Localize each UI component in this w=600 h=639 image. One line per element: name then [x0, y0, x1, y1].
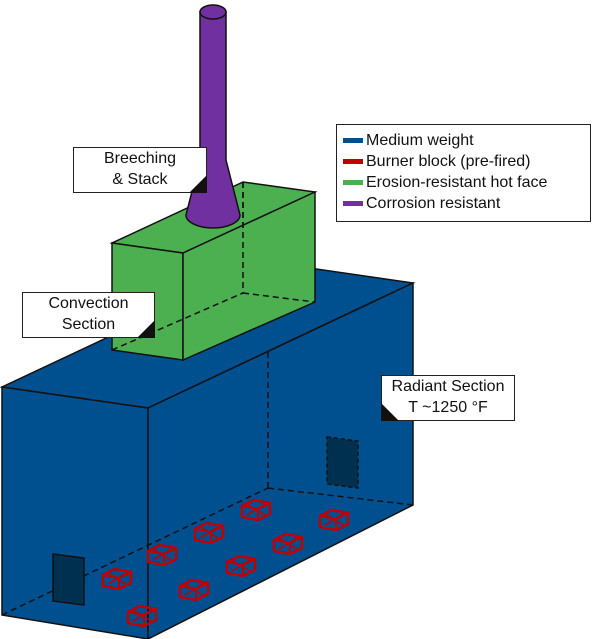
- callout-line: Breeching: [103, 150, 177, 167]
- burner-block: [146, 543, 178, 567]
- burner-block: [101, 567, 133, 591]
- breeching-stack: [185, 4, 244, 230]
- stack-body: [185, 11, 241, 229]
- callout-line: Convection: [48, 295, 129, 312]
- radiant-hidden-edge-bottom-left: [1, 487, 269, 616]
- legend-label: Corrosion resistant: [366, 194, 501, 212]
- legend-item-corrosion-resistant: Corrosion resistant: [343, 193, 584, 214]
- radiant-front-door: [52, 553, 85, 606]
- callout-line: & Stack: [112, 171, 168, 188]
- burner-block: [272, 532, 304, 556]
- legend-swatch: [343, 138, 363, 143]
- callout-pointer: [189, 175, 207, 193]
- burner-block: [126, 604, 158, 628]
- radiant-hidden-edge-bottom-back: [267, 487, 414, 506]
- convection-hidden-edge-left: [111, 292, 244, 351]
- callout-line: Radiant Section: [391, 378, 505, 395]
- burner-blocks: [101, 498, 350, 628]
- burner-block: [193, 521, 225, 545]
- callout-radiant-section: Radiant Section T ~1250 °F: [381, 375, 515, 421]
- burner-block: [240, 498, 272, 522]
- legend-item-medium-weight: Medium weight: [343, 130, 584, 151]
- callout-convection-section: Convection Section: [22, 292, 155, 338]
- legend-label: Medium weight: [366, 131, 474, 149]
- convection-hidden-edge-back: [242, 292, 316, 303]
- callout-breeching-stack: Breeching & Stack: [73, 147, 207, 193]
- callout-line: Section: [61, 316, 116, 333]
- burner-block: [318, 508, 350, 532]
- legend-item-burner-block: Burner block (pre-fired): [343, 151, 584, 172]
- burner-block: [178, 578, 210, 602]
- legend-swatch: [343, 159, 363, 164]
- legend-item-erosion-resistant: Erosion-resistant hot face: [343, 172, 584, 193]
- legend-swatch: [343, 201, 363, 206]
- legend-swatch: [343, 180, 363, 185]
- callout-pointer: [381, 403, 399, 421]
- radiant-rear-opening: [326, 436, 359, 489]
- stack-top-opening: [199, 4, 227, 20]
- legend: Medium weight Burner block (pre-fired) E…: [336, 124, 591, 222]
- callout-line: T ~1250 °F: [408, 399, 488, 416]
- legend-label: Erosion-resistant hot face: [366, 173, 548, 191]
- callout-pointer: [137, 320, 155, 338]
- legend-label: Burner block (pre-fired): [366, 152, 531, 170]
- burner-block: [225, 554, 257, 578]
